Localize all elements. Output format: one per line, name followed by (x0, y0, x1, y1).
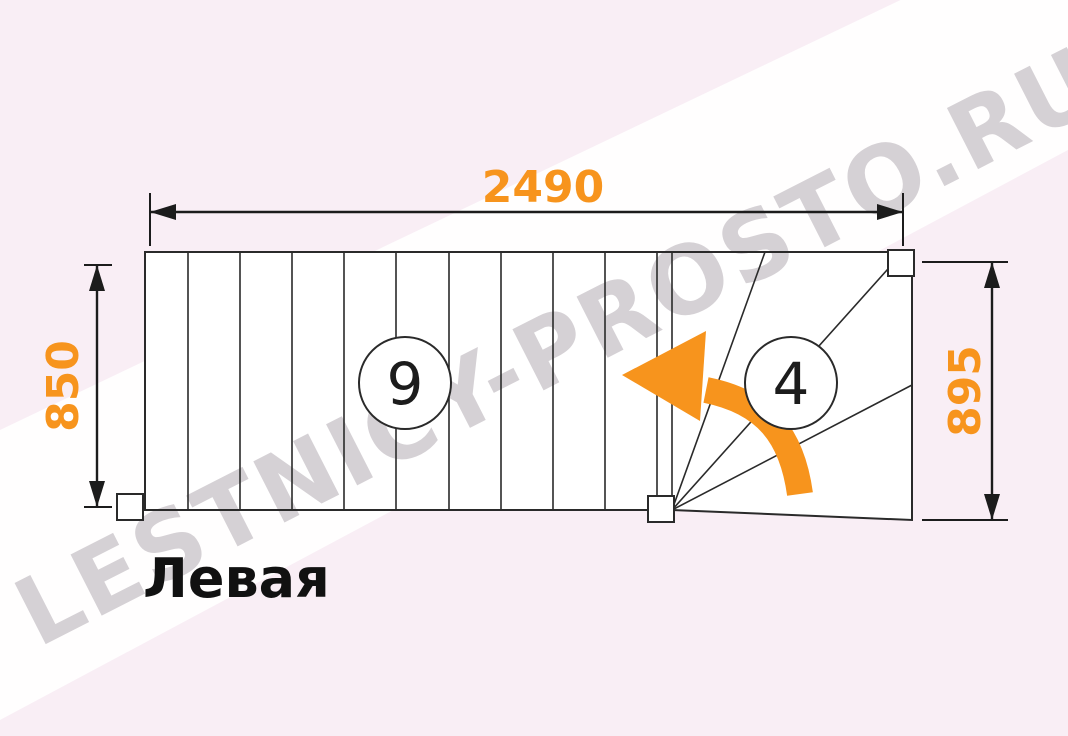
dimension-arrowhead-bottom (89, 481, 105, 507)
dimension-arrowhead-left (150, 204, 176, 220)
variant-title: Левая (143, 547, 330, 610)
straight-steps-badge: 9 (358, 336, 452, 430)
newel-post-pivot (647, 495, 675, 523)
winder-steps-badge: 4 (744, 336, 838, 430)
newel-post-top-right (887, 249, 915, 277)
winder-steps-count: 4 (773, 350, 810, 418)
dimension-right: 895 (922, 261, 1008, 521)
dimension-right-label: 895 (940, 345, 991, 437)
dimension-arrowhead-top (89, 265, 105, 291)
winder-steps-circle (744, 336, 838, 430)
straight-steps-circle (358, 336, 452, 430)
staircase-fill (145, 252, 912, 520)
staircase-outline (144, 251, 913, 522)
dimension-left-label: 850 (38, 340, 89, 432)
straight-flight-risers (187, 252, 658, 510)
dimension-left: 850 (38, 264, 112, 508)
dimension-arrowhead-bottom (984, 494, 1000, 520)
dimension-arrowhead-right (877, 204, 903, 220)
straight-steps-count: 9 (387, 350, 424, 418)
dimension-top: 2490 (149, 162, 904, 246)
dimension-top-label: 2490 (482, 162, 604, 213)
dimension-arrowhead-top (984, 262, 1000, 288)
newel-post-bottom-left (116, 493, 144, 521)
direction-arrow-head (622, 331, 706, 421)
